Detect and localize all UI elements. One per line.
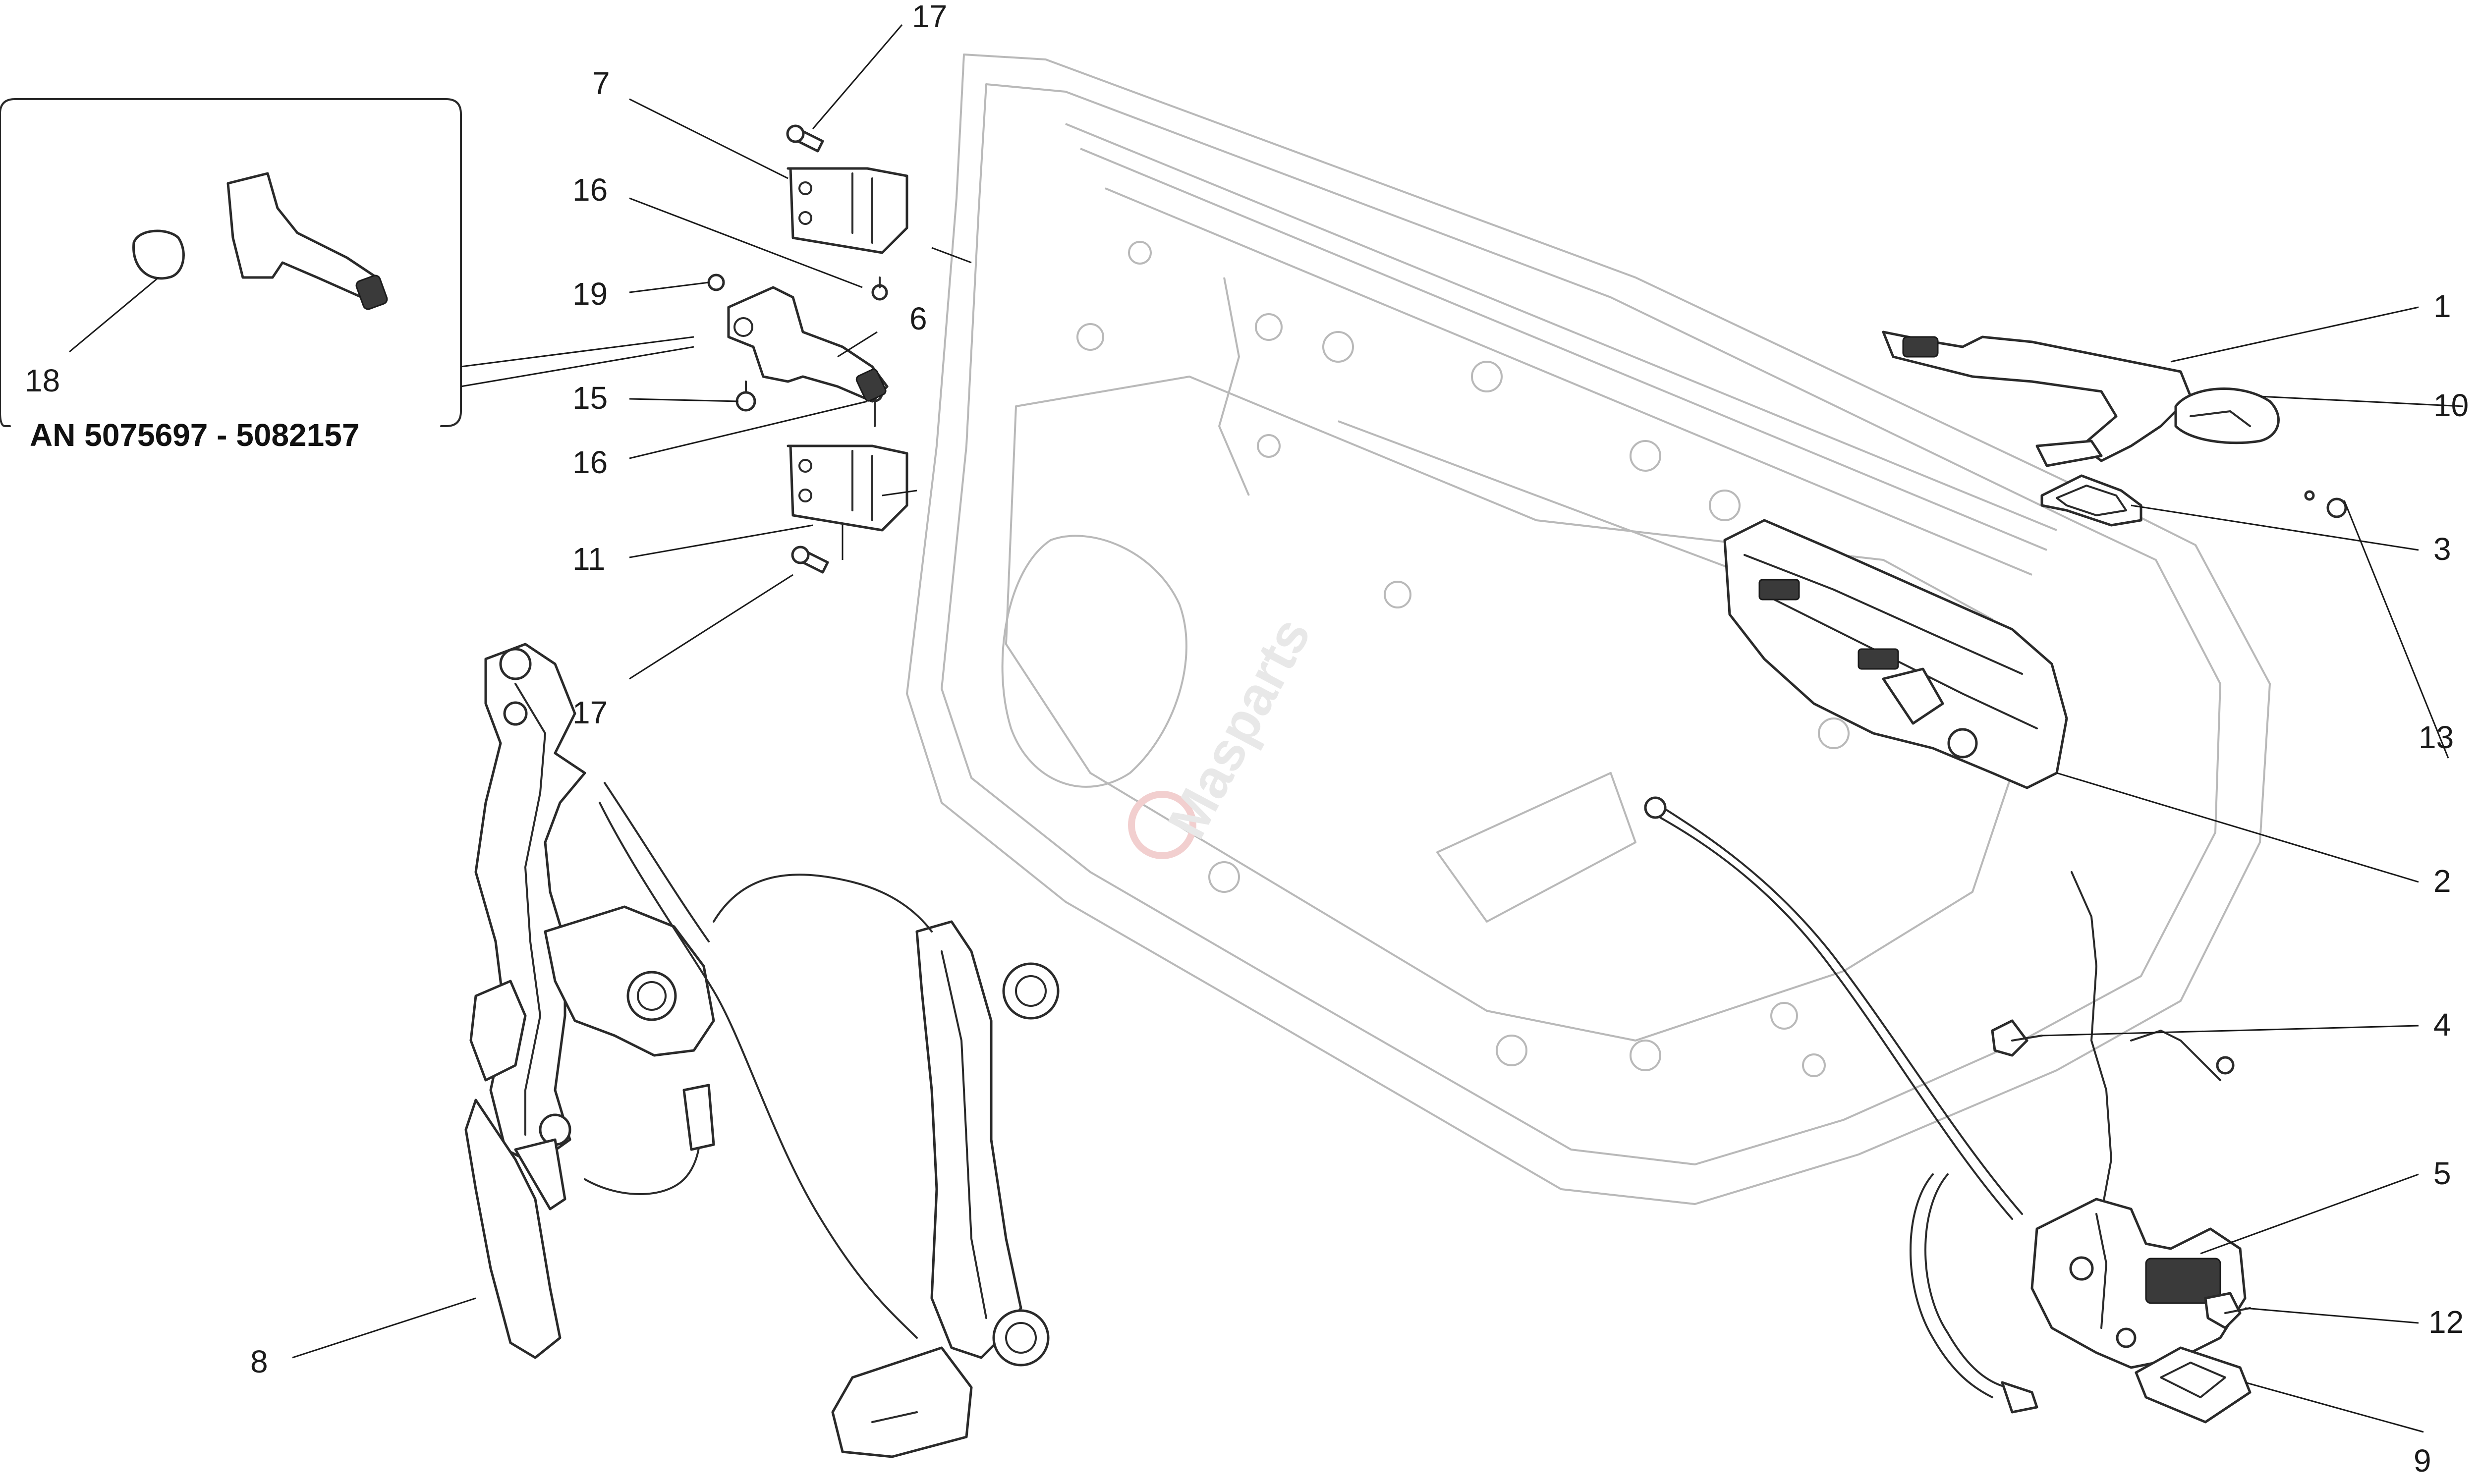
door-inner-panel: [906, 54, 2271, 1205]
callout-3: 3: [2433, 531, 2451, 567]
door-check-strap-part: [226, 172, 388, 310]
callout-8: 8: [250, 1344, 268, 1379]
upper-hinge-bolt: [786, 124, 824, 153]
door-lock-cable: [1644, 796, 2235, 1414]
inset-caption: AN 5075697 - 5082157: [30, 417, 359, 453]
callout-labels: 17 7 16 19 6 15 16 11 17 18 8 1 10 3 13 …: [25, 0, 2469, 1479]
callout-19: 19: [572, 276, 608, 312]
callout-13: 13: [2419, 719, 2454, 755]
door-check-strap: [727, 286, 889, 403]
trim-cap: [2304, 490, 2347, 518]
callout-17-top: 17: [912, 0, 947, 34]
window-regulator: [464, 643, 1060, 1458]
callout-4: 4: [2433, 1007, 2451, 1043]
callout-12: 12: [2428, 1304, 2464, 1340]
lock-screw-upper: [1991, 1019, 2043, 1057]
callout-7: 7: [592, 65, 610, 101]
callout-15: 15: [572, 380, 608, 416]
inset-box: [0, 98, 462, 427]
check-strap-bolt: [735, 381, 756, 412]
lock-clip: [2135, 1346, 2252, 1424]
door-lock-assembly: [2030, 1198, 2247, 1369]
callout-18: 18: [25, 363, 60, 398]
callout-5: 5: [2433, 1155, 2451, 1191]
upper-hinge-screw: [871, 276, 888, 301]
lower-hinge-bolt: [791, 546, 829, 574]
handle-gasket: [2040, 474, 2142, 527]
callout-2: 2: [2433, 863, 2451, 899]
outer-door-handle: [1882, 330, 2192, 467]
callout-6: 6: [909, 301, 927, 336]
masparts-watermark: Masparts: [1128, 608, 1322, 859]
upper-hinge-part: [787, 167, 908, 254]
leader-lines: [69, 24, 2464, 1433]
lock-screw-lower: [2204, 1292, 2251, 1329]
lower-hinge-part: [787, 444, 908, 532]
handle-carrier-bracket: [1723, 519, 2068, 789]
callout-16-bottom: 16: [572, 444, 608, 480]
callout-9: 9: [2414, 1443, 2431, 1479]
watermark-text: Masparts: [1156, 608, 1322, 848]
rubber-cap-part: [132, 229, 185, 280]
callout-1: 1: [2433, 288, 2451, 324]
handle-end-cap: [2174, 387, 2280, 444]
callout-17-bottom: 17: [572, 695, 608, 730]
callout-11: 11: [572, 541, 605, 577]
callout-16-top: 16: [572, 172, 608, 208]
callout-10: 10: [2433, 387, 2469, 423]
check-strap-nut: [707, 274, 725, 291]
